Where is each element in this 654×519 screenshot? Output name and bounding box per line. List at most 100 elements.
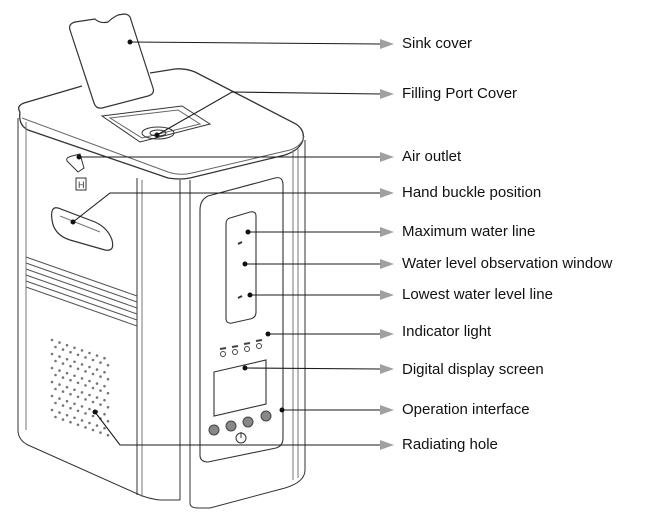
water-level-window: [225, 211, 257, 324]
radiating-hole-dot: [106, 433, 110, 437]
radiating-hole-dot: [88, 421, 91, 425]
label-maximum-water-line: Maximum water line: [402, 223, 536, 240]
radiating-hole-dot: [103, 398, 106, 402]
arrow-icon: [380, 364, 394, 374]
radiating-hole-dot: [80, 419, 84, 422]
radiating-hole-dot: [61, 362, 65, 365]
leader-digital-display-screen: [244, 367, 381, 370]
radiating-hole-dot: [54, 415, 57, 419]
radiating-hole-dot: [50, 408, 54, 412]
radiating-hole-dot: [54, 401, 57, 405]
arrow-icon: [380, 329, 394, 339]
radiating-hole-dot: [73, 374, 76, 378]
radiating-hole-dot: [76, 381, 80, 385]
radiating-hole-dot: [80, 391, 84, 394]
radiating-hole-dot: [91, 400, 95, 404]
radiating-hole-dot: [65, 343, 69, 347]
radiating-hole-dot: [95, 354, 99, 357]
arrow-icon: [380, 290, 394, 300]
radiating-hole-dot: [65, 385, 69, 389]
radiating-hole-dot: [69, 350, 72, 354]
operation-buttons: [208, 410, 272, 436]
leader-dots: [70, 39, 285, 415]
side-ribs: [25, 256, 138, 327]
radiating-hole-dot: [65, 357, 69, 361]
radiating-hole-dot: [80, 405, 84, 408]
radiating-hole-dot: [95, 396, 99, 399]
radiating-hole-dot: [88, 393, 91, 397]
label-radiating-hole: Radiating hole: [402, 436, 498, 453]
radiating-hole-dot: [61, 348, 65, 351]
device-front-face: [179, 140, 306, 509]
leader-sink-cover: [129, 41, 381, 45]
radiating-hole-dot: [84, 384, 87, 387]
radiating-hole-dot: [91, 414, 95, 418]
arrow-icon: [380, 259, 394, 269]
radiating-holes: [50, 338, 110, 437]
hand-buckle: [51, 207, 114, 251]
radiating-hole-dot: [69, 378, 72, 382]
radiating-hole-dot: [99, 389, 102, 392]
radiating-hole-dot: [50, 338, 54, 342]
radiating-hole-dot: [84, 356, 87, 359]
display-screen: [213, 359, 267, 417]
radiating-hole-dot: [73, 416, 76, 420]
radiating-hole-dot: [65, 413, 69, 417]
radiating-hole-dot: [106, 391, 110, 395]
leader-radiating-hole: [94, 411, 380, 446]
radiating-hole-dot: [84, 370, 87, 373]
radiating-hole-dot: [69, 420, 72, 424]
radiating-hole-dot: [50, 352, 54, 356]
radiating-hole-dot: [54, 345, 57, 349]
radiating-hole-dot: [65, 371, 69, 375]
radiating-hole-dot: [50, 380, 54, 384]
radiating-hole-dot: [76, 423, 80, 427]
radiating-hole-dot: [106, 419, 110, 423]
label-water-level-observation-window: Water level observation window: [402, 255, 613, 272]
radiating-hole-dot: [106, 377, 110, 381]
radiating-hole-dot: [61, 376, 65, 379]
label-lowest-water-level-line: Lowest water level line: [402, 286, 553, 303]
radiating-hole-dot: [84, 412, 87, 415]
hydrogen-tag-text: H: [78, 180, 85, 190]
radiating-hole-dot: [99, 431, 102, 434]
radiating-hole-dot: [76, 395, 80, 399]
sink-cover-lid: [68, 13, 155, 109]
radiating-hole-dot: [103, 370, 106, 374]
radiating-hole-dot: [95, 368, 99, 371]
radiating-hole-dot: [50, 394, 54, 398]
radiating-hole-dot: [99, 361, 102, 364]
radiating-hole-dot: [80, 377, 84, 380]
arrow-icon: [380, 188, 394, 198]
label-operation-interface: Operation interface: [402, 401, 530, 418]
radiating-hole-dot: [54, 373, 57, 377]
radiating-hole-dot: [58, 355, 61, 358]
radiating-hole-dot: [69, 392, 72, 396]
radiating-hole-dot: [69, 364, 72, 368]
radiating-hole-dot: [95, 382, 99, 385]
radiating-hole-dot: [106, 363, 110, 367]
leader-filling-port-cover: [156, 91, 381, 136]
radiating-hole-dot: [76, 367, 80, 371]
arrow-icon: [380, 152, 394, 162]
label-air-outlet: Air outlet: [402, 148, 462, 165]
radiating-hole-dot: [106, 405, 110, 409]
radiating-hole-dot: [50, 366, 54, 370]
label-sink-cover: Sink cover: [402, 35, 473, 52]
radiating-hole-dot: [88, 407, 91, 411]
radiating-hole-dot: [58, 341, 61, 344]
radiating-hole-dot: [84, 398, 87, 401]
radiating-hole-dot: [95, 424, 99, 427]
hydrogen-tag: [75, 177, 87, 191]
radiating-hole-dot: [103, 384, 106, 388]
label-indicator-light: Indicator light: [402, 323, 492, 340]
arrow-icon: [380, 89, 394, 99]
radiating-hole-dot: [58, 369, 61, 372]
radiating-hole-dot: [61, 418, 65, 421]
radiating-hole-dot: [76, 353, 80, 357]
radiating-hole-dot: [84, 426, 87, 429]
radiating-hole-dot: [99, 375, 102, 378]
radiating-hole-dot: [69, 406, 72, 410]
arrow-icon: [380, 227, 394, 237]
arrow-icon: [380, 440, 394, 450]
